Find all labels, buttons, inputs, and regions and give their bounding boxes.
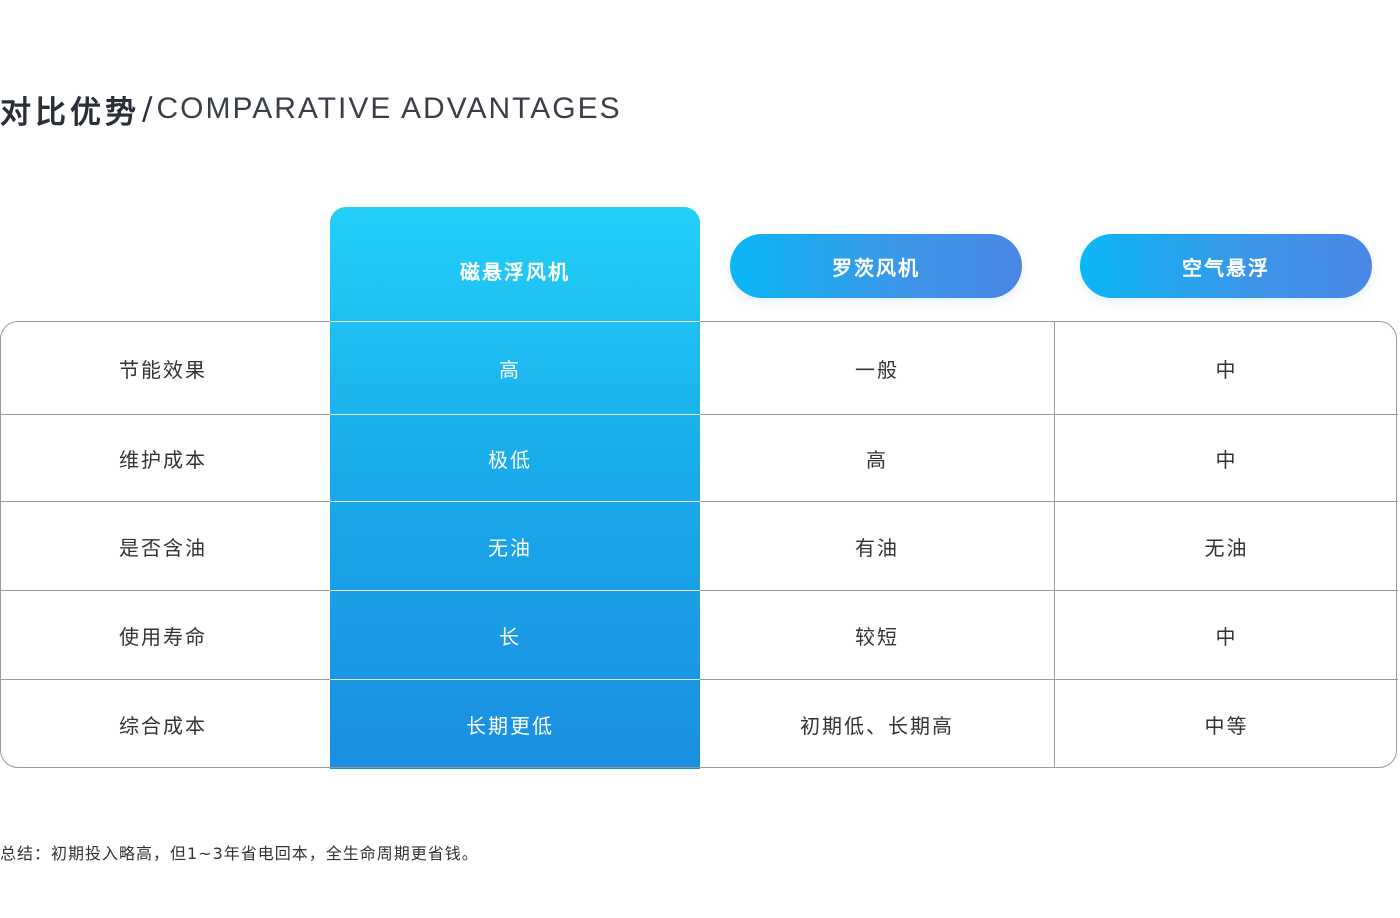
- cell-air-energy-saving: 中: [1215, 357, 1238, 382]
- featured-row-divider: [330, 321, 700, 322]
- column-divider: [1054, 321, 1055, 768]
- cell-maglev-maintenance-cost: 极低: [488, 447, 532, 472]
- cell-maglev-service-life: 长: [499, 624, 521, 649]
- row-label-maintenance-cost: 维护成本: [119, 447, 207, 472]
- cell-maglev-overall-cost: 长期更低: [466, 713, 554, 738]
- row-label-energy-saving: 节能效果: [119, 357, 207, 382]
- title-separator: /: [142, 91, 153, 127]
- row-label-oil-content: 是否含油: [119, 535, 207, 560]
- row-label-service-life: 使用寿命: [119, 624, 207, 649]
- cell-air-service-life: 中: [1215, 624, 1238, 649]
- title-english: COMPARATIVE ADVANTAGES: [156, 92, 622, 125]
- featured-row-divider: [330, 679, 700, 680]
- column-header-air-suspension: 空气悬浮: [1080, 234, 1372, 298]
- cell-air-maintenance-cost: 中: [1215, 447, 1238, 472]
- cell-maglev-oil-content: 无油: [488, 535, 532, 560]
- cell-roots-maintenance-cost: 高: [866, 447, 888, 472]
- page-title: 对比优势 / COMPARATIVE ADVANTAGES: [0, 86, 622, 132]
- row-label-overall-cost: 综合成本: [119, 713, 207, 738]
- cell-maglev-energy-saving: 高: [499, 357, 521, 382]
- cell-roots-energy-saving: 一般: [855, 357, 899, 382]
- cell-roots-service-life: 较短: [855, 624, 899, 649]
- cell-roots-overall-cost: 初期低、长期高: [800, 713, 954, 738]
- cell-air-overall-cost: 中等: [1204, 713, 1249, 738]
- featured-row-divider: [330, 414, 700, 415]
- summary-text: 总结：初期投入略高，但1~3年省电回本，全生命周期更省钱。: [0, 844, 479, 863]
- featured-row-divider: [330, 590, 700, 591]
- cell-roots-oil-content: 有油: [855, 535, 899, 560]
- featured-column-highlight: [330, 207, 700, 769]
- cell-air-oil-content: 无油: [1204, 535, 1249, 560]
- featured-row-divider: [330, 501, 700, 502]
- title-chinese: 对比优势: [0, 94, 140, 131]
- column-header-maglev: 磁悬浮风机: [460, 259, 570, 284]
- column-header-roots: 罗茨风机: [730, 234, 1022, 298]
